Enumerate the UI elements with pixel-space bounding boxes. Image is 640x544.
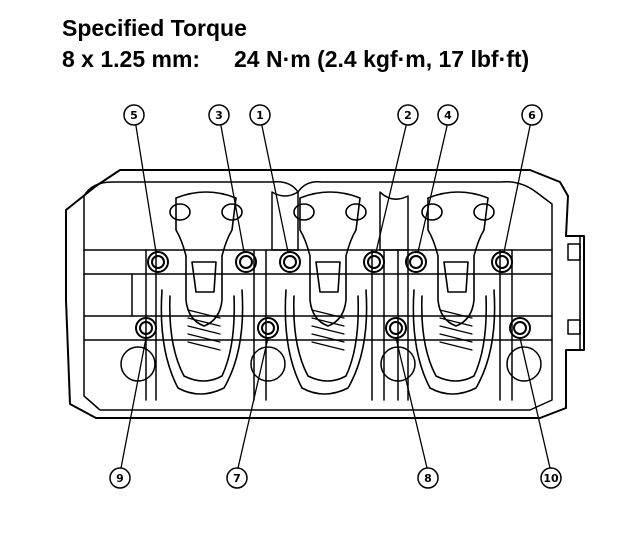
svg-text:5: 5 [130, 109, 138, 122]
svg-text:8: 8 [424, 472, 432, 485]
torque-spec-header: Specified Torque 8 x 1.25 mm: 24 N·m (2.4… [62, 14, 622, 73]
svg-text:10: 10 [543, 472, 559, 485]
callout-2: 2 [397, 104, 419, 126]
bolt-6 [491, 251, 513, 273]
rocker-cyl-2 [284, 191, 368, 395]
head-inner-outline [83, 180, 553, 411]
callout-1: 1 [249, 104, 271, 126]
bolt-10 [509, 317, 531, 339]
callout-10: 10 [540, 467, 562, 489]
svg-text:3: 3 [215, 109, 223, 122]
bolt-4 [405, 251, 427, 273]
callouts-bottom: 9 7 8 10 [109, 467, 562, 489]
top-bolts [147, 251, 513, 273]
bolt-8 [385, 317, 407, 339]
svg-text:6: 6 [528, 109, 536, 122]
callouts-top: 5 3 1 2 4 6 [123, 104, 543, 126]
head-outline [65, 169, 585, 419]
svg-text:7: 7 [233, 472, 241, 485]
bolt-7 [257, 317, 279, 339]
leader-lines [120, 125, 551, 469]
rocker-cyl-1 [160, 191, 244, 395]
rocker-assemblies [160, 191, 496, 395]
bolt-size-label: 8 x 1.25 mm: [62, 46, 201, 72]
rocker-cyl-3 [412, 191, 496, 395]
bolt-2 [363, 251, 385, 273]
bolt-5 [147, 251, 169, 273]
callout-6: 6 [521, 104, 543, 126]
callout-8: 8 [417, 467, 439, 489]
callout-5: 5 [123, 104, 145, 126]
svg-text:4: 4 [444, 109, 452, 122]
bolt-3 [235, 251, 257, 273]
callout-4: 4 [437, 104, 459, 126]
spec-title: Specified Torque [62, 15, 247, 41]
camshaft [83, 249, 553, 341]
callout-7: 7 [226, 467, 248, 489]
svg-text:2: 2 [404, 109, 412, 122]
torque-value: 24 N·m (2.4 kgf·m, 17 lbf·ft) [234, 46, 530, 72]
callout-9: 9 [109, 467, 131, 489]
right-side-mount [567, 235, 581, 351]
torque-spec-line: 8 x 1.25 mm: 24 N·m (2.4 kgf·m, 17 lbf·ft… [62, 45, 622, 73]
bearing-caps [145, 191, 513, 401]
svg-text:1: 1 [256, 109, 264, 122]
callout-3: 3 [208, 104, 230, 126]
svg-text:9: 9 [116, 472, 124, 485]
bolt-1 [279, 251, 301, 273]
